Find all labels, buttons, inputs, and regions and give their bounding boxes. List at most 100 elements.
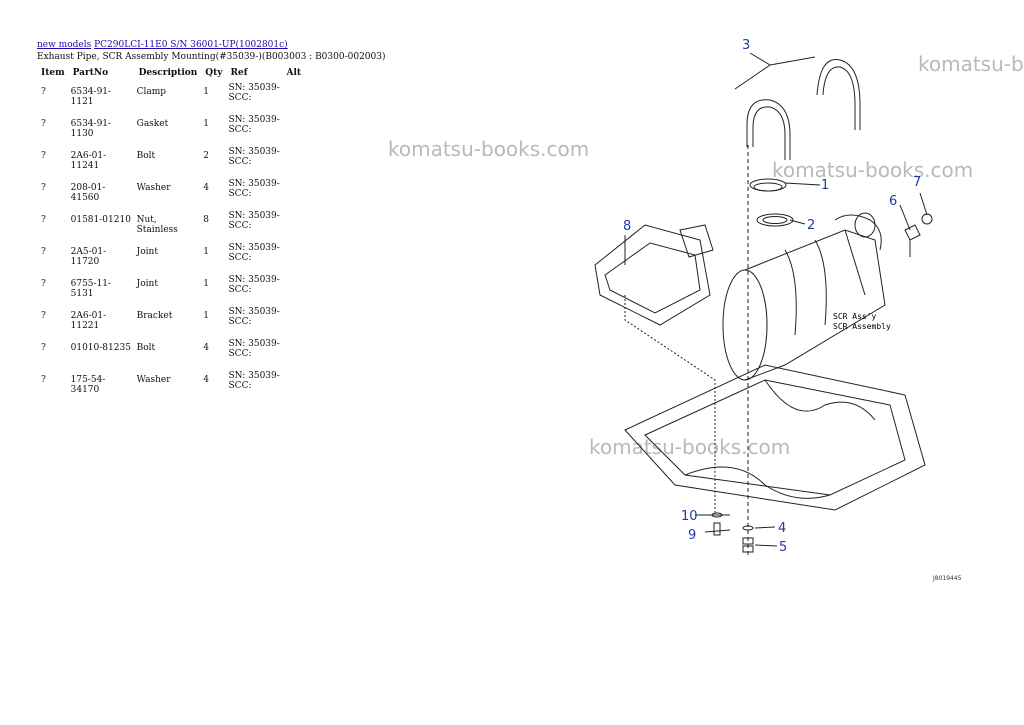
table-row: ? 6534-91-1130 Gasket 1 SN: 35039-SCC: bbox=[37, 112, 305, 144]
callout-9: 9 bbox=[688, 528, 696, 543]
callout-2: 2 bbox=[807, 218, 815, 233]
cell-qty: 1 bbox=[203, 311, 210, 321]
cell-description: Bracket bbox=[136, 311, 173, 321]
callout-10: 10 bbox=[681, 509, 698, 524]
cell-item: ? bbox=[41, 119, 46, 129]
bolt-9 bbox=[713, 522, 721, 536]
cell-partno: 01010-81235 bbox=[70, 343, 131, 353]
cell-partno: 01581-01210 bbox=[70, 215, 131, 225]
cell-partno: 175-54-34170 bbox=[70, 375, 106, 395]
cell-alt bbox=[283, 112, 306, 144]
cell-ref: SN: 35039-SCC: bbox=[228, 83, 280, 103]
watermark-2: komatsu-books.com bbox=[772, 158, 974, 182]
cell-alt bbox=[283, 336, 306, 368]
cell-item: ? bbox=[41, 215, 46, 225]
cell-description: Joint bbox=[136, 279, 158, 289]
header-alt: Alt bbox=[286, 68, 302, 78]
leader-3 bbox=[734, 52, 816, 90]
cell-partno: 6755-11-5131 bbox=[70, 279, 112, 299]
table-header-row: Item PartNo Description Qty Ref Alt bbox=[37, 66, 305, 80]
table-row: ? 2A6-01-11241 Bolt 2 SN: 35039-SCC: bbox=[37, 144, 305, 176]
cell-ref: SN: 35039-SCC: bbox=[228, 371, 280, 391]
cell-qty: 1 bbox=[203, 279, 210, 289]
cell-description: Bolt bbox=[136, 151, 156, 161]
cell-ref: SN: 35039-SCC: bbox=[228, 179, 280, 199]
cell-alt bbox=[283, 304, 306, 336]
table-row: ? 2A5-01-11720 Joint 1 SN: 35039-SCC: bbox=[37, 240, 305, 272]
callout-4: 4 bbox=[778, 521, 786, 536]
cell-ref: SN: 35039-SCC: bbox=[228, 243, 280, 263]
cell-alt bbox=[283, 144, 306, 176]
scr-cylinder-end bbox=[722, 269, 768, 381]
nut-5 bbox=[742, 537, 754, 553]
table-row: ? 6755-11-5131 Joint 1 SN: 35039-SCC: bbox=[37, 272, 305, 304]
parts-table: Item PartNo Description Qty Ref Alt ? 653… bbox=[37, 66, 305, 400]
callout-6: 6 bbox=[889, 194, 897, 209]
cell-ref: SN: 35039-SCC: bbox=[228, 115, 280, 135]
cell-alt bbox=[283, 368, 306, 400]
cell-qty: 1 bbox=[203, 87, 210, 97]
header-partno: PartNo bbox=[72, 68, 109, 78]
scr-label-line1: SCR Ass'y bbox=[833, 312, 877, 321]
cell-qty: 2 bbox=[203, 151, 210, 161]
breadcrumb-link-new-models[interactable]: new models bbox=[37, 40, 92, 50]
cell-alt bbox=[283, 272, 306, 304]
breadcrumb: new models PC290LCI-11E0 S/N 36001-UP(10… bbox=[37, 40, 288, 50]
watermark-3: komatsu-books.com bbox=[589, 435, 791, 459]
cell-item: ? bbox=[41, 375, 46, 385]
cell-qty: 4 bbox=[203, 183, 210, 193]
table-row: ? 175-54-34170 Washer 4 SN: 35039-SCC: bbox=[37, 368, 305, 400]
cell-partno: 2A6-01-11241 bbox=[70, 151, 107, 171]
washer-4 bbox=[742, 525, 754, 531]
table-row: ? 01010-81235 Bolt 4 SN: 35039-SCC: bbox=[37, 336, 305, 368]
diagram-code: J8019445 bbox=[933, 575, 962, 582]
cell-ref: SN: 35039-SCC: bbox=[228, 147, 280, 167]
cell-item: ? bbox=[41, 151, 46, 161]
breadcrumb-link-model[interactable]: PC290LCI-11E0 S/N 36001-UP(1002801c) bbox=[94, 40, 288, 50]
cell-item: ? bbox=[41, 343, 46, 353]
cell-qty: 4 bbox=[203, 343, 210, 353]
joint-part bbox=[904, 224, 921, 257]
cell-alt bbox=[283, 176, 306, 208]
u-clamp-left bbox=[746, 99, 791, 160]
bracket-plate bbox=[594, 224, 711, 326]
exploded-parts-diagram: 3 1 2 7 6 8 10 9 4 5 SCR Ass'y SCR Assem… bbox=[594, 38, 933, 555]
cell-item: ? bbox=[41, 87, 46, 97]
cell-alt bbox=[283, 240, 306, 272]
cell-item: ? bbox=[41, 183, 46, 193]
cell-description: Gasket bbox=[136, 119, 169, 129]
cell-description: Washer bbox=[136, 375, 171, 385]
cell-ref: SN: 35039-SCC: bbox=[228, 211, 280, 231]
table-row: ? 208-01-41560 Washer 4 SN: 35039-SCC: bbox=[37, 176, 305, 208]
cell-ref: SN: 35039-SCC: bbox=[228, 339, 280, 359]
cell-partno: 208-01-41560 bbox=[70, 183, 106, 203]
watermark-1: komatsu-books.com bbox=[388, 137, 590, 161]
cell-partno: 2A6-01-11221 bbox=[70, 311, 107, 331]
cell-item: ? bbox=[41, 279, 46, 289]
header-description: Description bbox=[138, 68, 198, 78]
cell-partno: 6534-91-1121 bbox=[70, 87, 112, 107]
cell-description: Bolt bbox=[136, 343, 156, 353]
callout-1: 1 bbox=[821, 178, 829, 193]
cell-description: Nut, Stainless bbox=[136, 215, 178, 235]
base-frame bbox=[624, 364, 926, 511]
cell-description: Washer bbox=[136, 183, 171, 193]
cell-partno: 6534-91-1130 bbox=[70, 119, 112, 139]
cell-qty: 4 bbox=[203, 375, 210, 385]
header-qty: Qty bbox=[205, 68, 223, 78]
cell-alt bbox=[283, 80, 306, 112]
u-clamp-right bbox=[816, 58, 861, 130]
cell-description: Joint bbox=[136, 247, 158, 257]
watermark-4: komatsu-b bbox=[918, 52, 1024, 76]
cell-qty: 1 bbox=[203, 119, 210, 129]
cell-qty: 1 bbox=[203, 247, 210, 257]
cell-item: ? bbox=[41, 247, 46, 257]
cell-partno: 2A5-01-11720 bbox=[70, 247, 107, 267]
cell-ref: SN: 35039-SCC: bbox=[228, 275, 280, 295]
header-item: Item bbox=[41, 68, 65, 78]
cell-item: ? bbox=[41, 311, 46, 321]
callout-3: 3 bbox=[742, 38, 750, 53]
callout-7: 7 bbox=[913, 175, 921, 190]
